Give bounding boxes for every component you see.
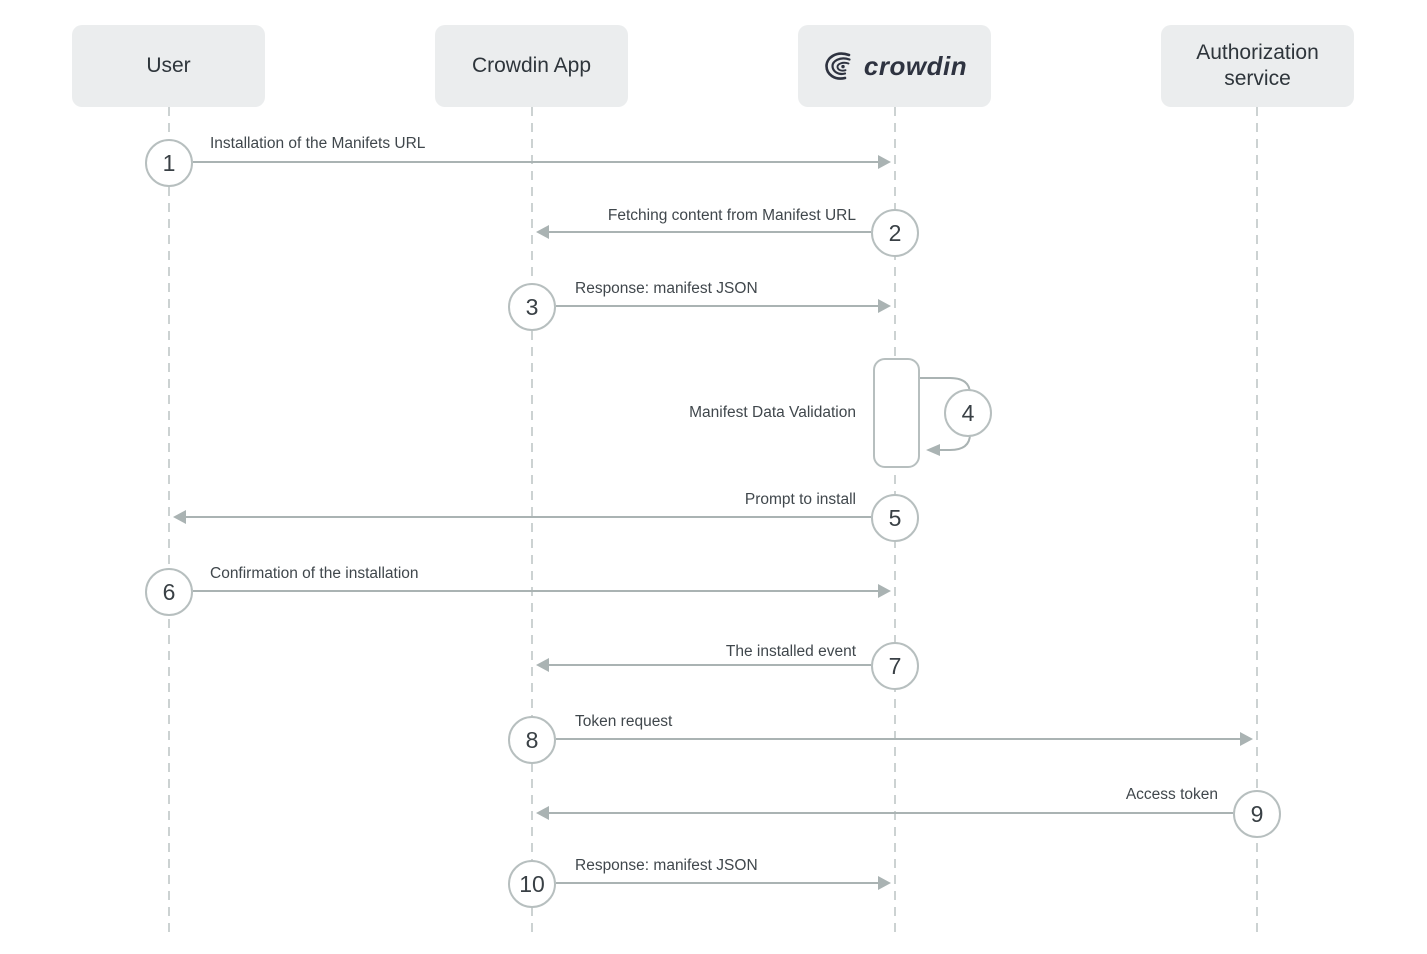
msg-5-number: 5 — [871, 494, 919, 542]
msg-5-label: Prompt to install — [744, 491, 856, 508]
crowdin-logo: crowdin — [822, 50, 967, 82]
actor-auth-service: Authorization service — [1161, 25, 1354, 107]
msg-5-arrow — [173, 510, 871, 524]
crowdin-logo-text: crowdin — [863, 51, 968, 81]
msg-10-label: Response: manifest JSON — [575, 857, 758, 874]
msg-2-arrow — [536, 225, 871, 239]
actor-user-label: User — [146, 54, 191, 77]
msg-6-arrow — [193, 584, 891, 598]
msg-3-number: 3 — [508, 283, 556, 331]
msg-8-number: 8 — [508, 716, 556, 764]
msg-1-number: 1 — [145, 139, 193, 187]
msg-10-number: 10 — [508, 860, 556, 908]
msg-8-arrow — [556, 732, 1253, 746]
msg-4-number: 4 — [944, 389, 992, 437]
msg-7-arrow — [536, 658, 871, 672]
msg-6-number: 6 — [145, 568, 193, 616]
actor-auth-service-label: Authorization service — [1196, 41, 1319, 90]
lifeline-crowdin-app — [531, 107, 533, 932]
msg-4-activation-box — [873, 358, 920, 468]
msg-3-label: Response: manifest JSON — [575, 280, 758, 297]
msg-8-label: Token request — [575, 713, 673, 730]
msg-2-number: 2 — [871, 209, 919, 257]
crowdin-logo-icon — [825, 52, 851, 80]
msg-7-number: 7 — [871, 642, 919, 690]
msg-6-label: Confirmation of the installation — [210, 565, 419, 582]
msg-9-label: Access token — [1125, 786, 1218, 803]
actor-user: User — [72, 25, 265, 107]
actor-crowdin-app-label: Crowdin App — [471, 54, 592, 77]
msg-10-arrow — [556, 876, 891, 890]
msg-2-label: Fetching content from Manifest URL — [607, 207, 856, 224]
msg-9-arrow — [536, 806, 1233, 820]
msg-4-label: Manifest Data Validation — [689, 404, 856, 421]
msg-1-label: Installation of the Manifets URL — [210, 135, 426, 152]
actor-crowdin: crowdin — [798, 25, 991, 107]
msg-1-arrow — [193, 155, 891, 169]
msg-3-arrow — [556, 299, 891, 313]
msg-9-number: 9 — [1233, 790, 1281, 838]
lifeline-auth-service — [1256, 107, 1258, 932]
msg-7-label: The installed event — [725, 643, 856, 660]
actor-crowdin-app: Crowdin App — [435, 25, 628, 107]
lifeline-user — [168, 107, 170, 932]
